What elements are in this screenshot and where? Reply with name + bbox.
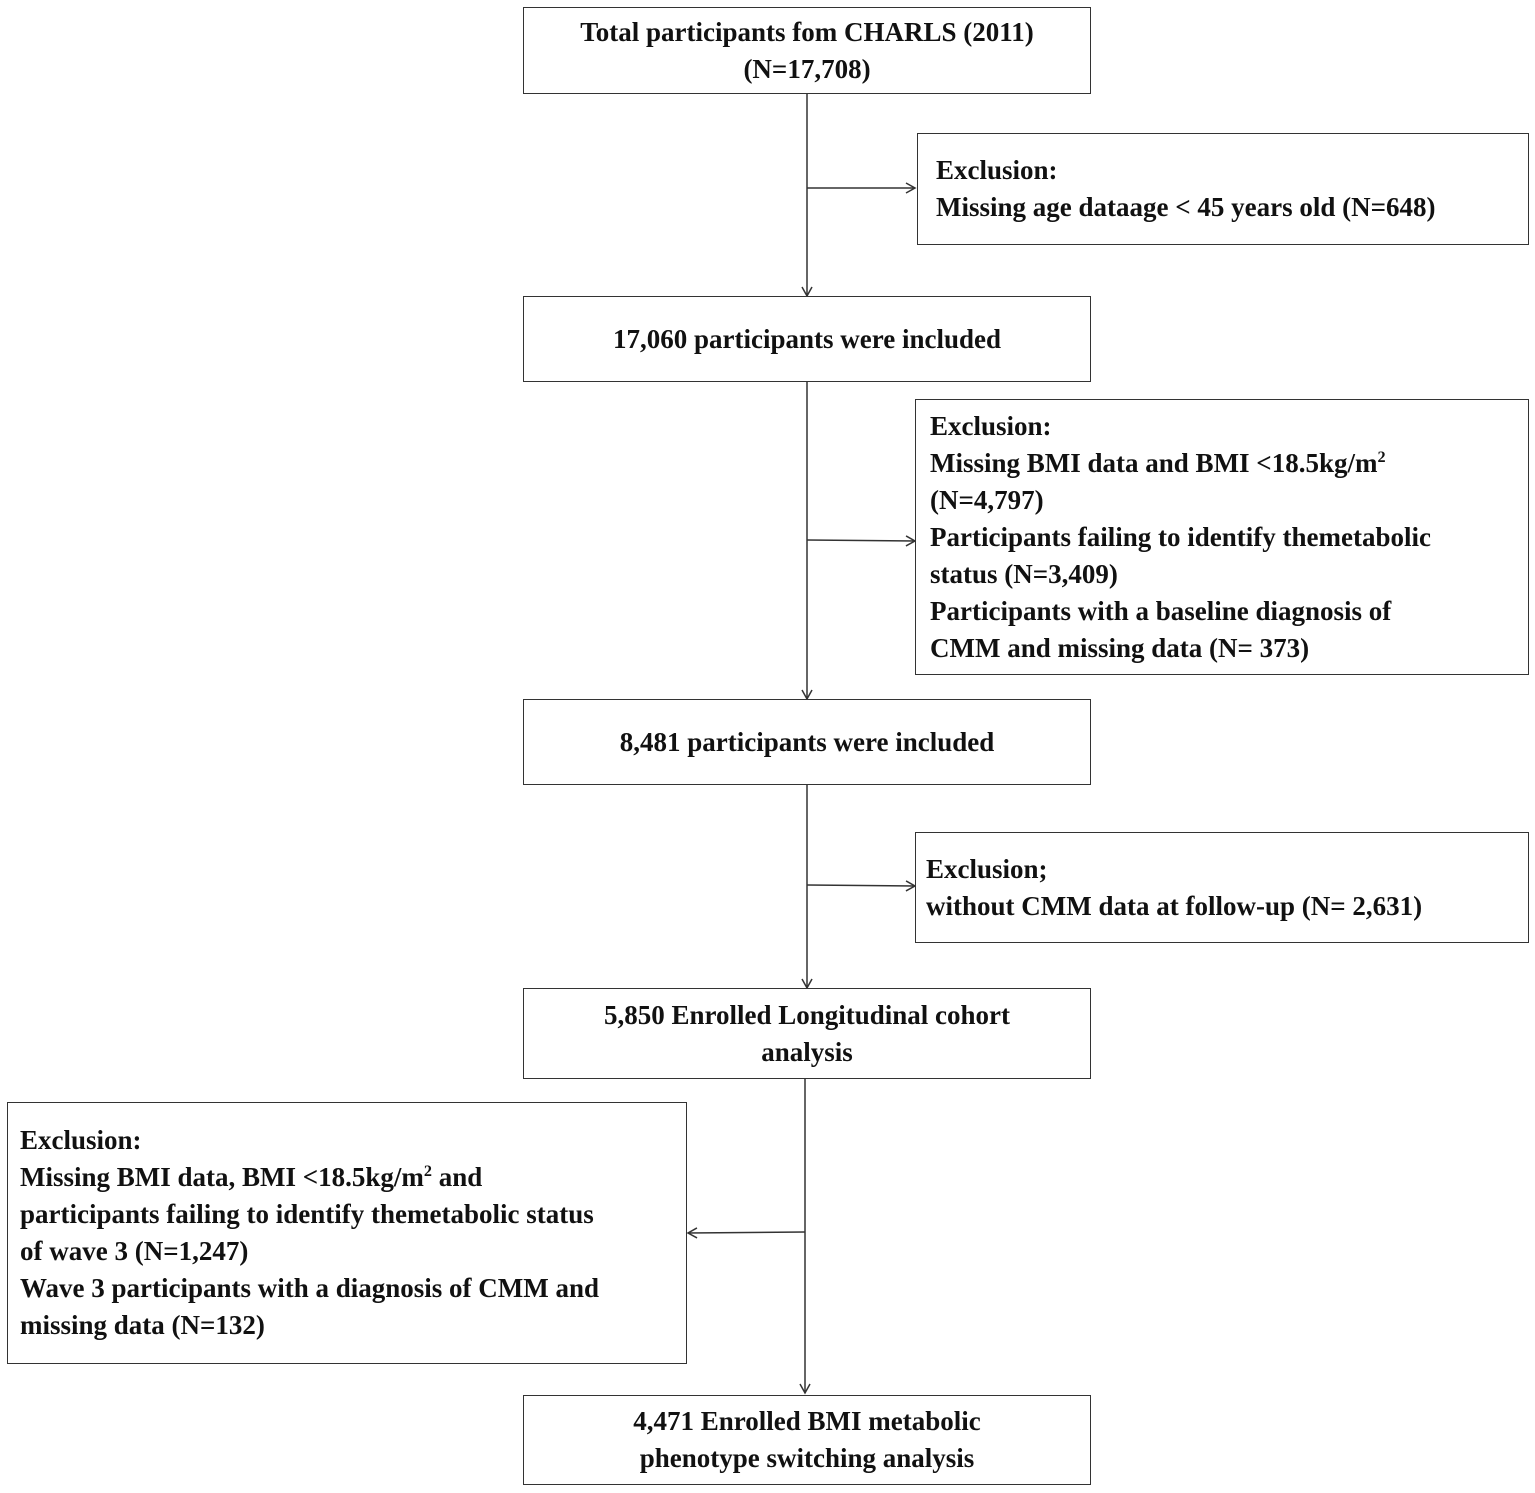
exclusion-metabolic-count: status (N=3,409) [930, 558, 1118, 589]
arrow-to-exclusion3 [806, 880, 917, 892]
exclusion-metabolic-criterion: Participants failing to identify themeta… [930, 521, 1431, 552]
exclusion-bmi-criterion: Missing BMI data and BMI <18.5kg/m2 [930, 447, 1386, 478]
exclusion-age-criterion: Missing age dataage < 45 years old (N=64… [936, 192, 1436, 222]
exclusion-heading: Exclusion: [20, 1125, 142, 1155]
exclusion-wave3-metabolic-criterion: participants failing to identify themeta… [20, 1199, 594, 1229]
arrow-to-exclusion2 [806, 535, 917, 547]
included-17060-label: 17,060 participants were included [612, 323, 1001, 354]
enrolled-longitudinal-line1: 5,850 Enrolled Longitudinal cohort [603, 999, 1011, 1030]
exclusion-cmm-count: CMM and missing data (N= 373) [930, 632, 1310, 663]
exclusion-followup-criterion: without CMM data at follow-up (N= 2,631) [926, 890, 1423, 921]
included-8481-label: 8,481 participants were included [619, 726, 995, 757]
exclusion-cmm-criterion: Participants with a baseline diagnosis o… [930, 595, 1392, 626]
exclusion-heading: Exclusion: [936, 155, 1058, 185]
exclusion-wave3-bmi-criterion: Missing BMI data, BMI <18.5kg/m2 and [20, 1162, 483, 1192]
exclusion-wave3-cmm-criterion: Wave 3 participants with a diagnosis of … [20, 1273, 600, 1303]
exclusion-wave3-cmm-count: missing data (N=132) [20, 1310, 265, 1340]
included-17060-box: 17,060 participants were included [523, 296, 1091, 382]
exclusion-box-wave3: Exclusion: Missing BMI data, BMI <18.5kg… [7, 1102, 687, 1364]
exclusion-box-followup: Exclusion; without CMM data at follow-up… [915, 832, 1529, 943]
arrow-to-exclusion4 [686, 1227, 806, 1239]
exclusion-heading: Exclusion; [926, 853, 1048, 884]
enrolled-phenotype-line1: 4,471 Enrolled BMI metabolic [633, 1406, 981, 1436]
exclusion-heading: Exclusion: [930, 410, 1052, 441]
exclusion-box-bmi-metabolic: Exclusion: Missing BMI data and BMI <18.… [915, 399, 1529, 675]
total-participants-box: Total participants fom CHARLS (2011) (N=… [523, 7, 1091, 94]
exclusion-wave3-metabolic-count: of wave 3 (N=1,247) [20, 1236, 249, 1266]
enrolled-longitudinal-line2: analysis [761, 1036, 853, 1067]
included-8481-box: 8,481 participants were included [523, 699, 1091, 785]
enrolled-longitudinal-box: 5,850 Enrolled Longitudinal cohort analy… [523, 988, 1091, 1079]
total-participants-title: Total participants fom CHARLS (2011) [580, 16, 1034, 47]
exclusion-box-age: Exclusion: Missing age dataage < 45 year… [917, 133, 1529, 245]
enrolled-phenotype-line2: phenotype switching analysis [639, 1443, 975, 1473]
exclusion-bmi-count: (N=4,797) [930, 484, 1044, 515]
enrolled-phenotype-box: 4,471 Enrolled BMI metabolic phenotype s… [523, 1395, 1091, 1485]
total-participants-count: (N=17,708) [743, 53, 871, 84]
